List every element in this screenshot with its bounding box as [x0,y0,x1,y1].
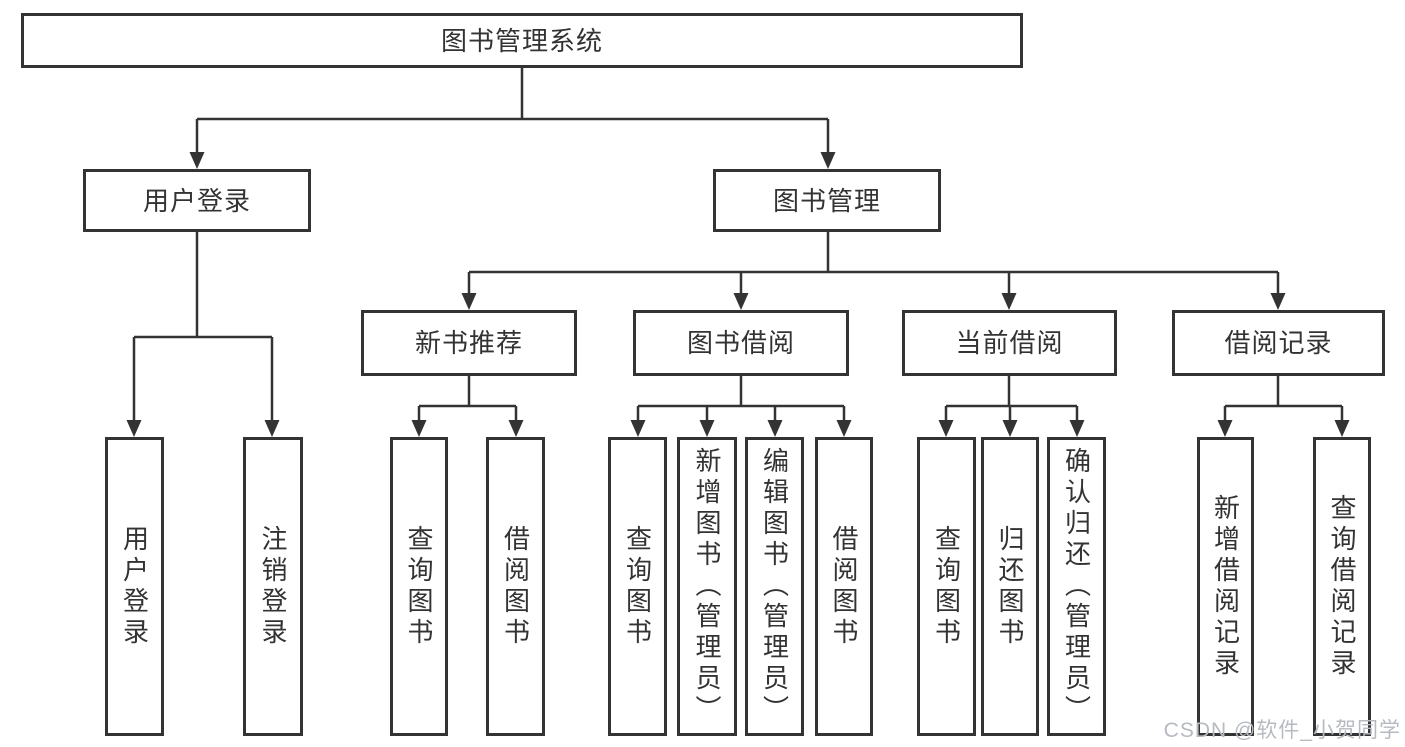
leaf-newbook-query-books: 查询图书 [390,437,448,736]
leaf-records-add-record: 新增借阅记录 [1197,437,1254,736]
leaf-logout-login: 注销登录 [243,437,303,736]
watermark: CSDN @软件_小贺同学 [1163,719,1401,742]
node-current-borrow: 当前借阅 [902,310,1117,376]
node-borrow-records: 借阅记录 [1172,310,1385,376]
node-new-book-recommend: 新书推荐 [361,310,577,376]
node-book-management: 图书管理 [713,169,941,232]
leaf-current-confirm-return-admin: 确认归还（管理员） [1047,437,1106,736]
leaf-current-query-books: 查询图书 [917,437,976,736]
node-library-management-system: 图书管理系统 [21,13,1023,68]
arrowhead-icons [126,152,1350,437]
node-user-login: 用户登录 [83,169,311,232]
leaf-borrow-query-books: 查询图书 [608,437,667,736]
leaf-records-query-record: 查询借阅记录 [1313,437,1371,736]
leaf-borrow-borrow-books: 借阅图书 [815,437,873,736]
leaf-borrow-edit-books-admin: 编辑图书（管理员） [745,437,804,736]
leaf-current-return-books: 归还图书 [981,437,1039,736]
leaf-newbook-borrow-books: 借阅图书 [486,437,545,736]
node-book-borrow: 图书借阅 [633,310,849,376]
leaf-borrow-add-books-admin: 新增图书（管理员） [677,437,737,736]
leaf-user-login: 用户登录 [105,437,164,736]
